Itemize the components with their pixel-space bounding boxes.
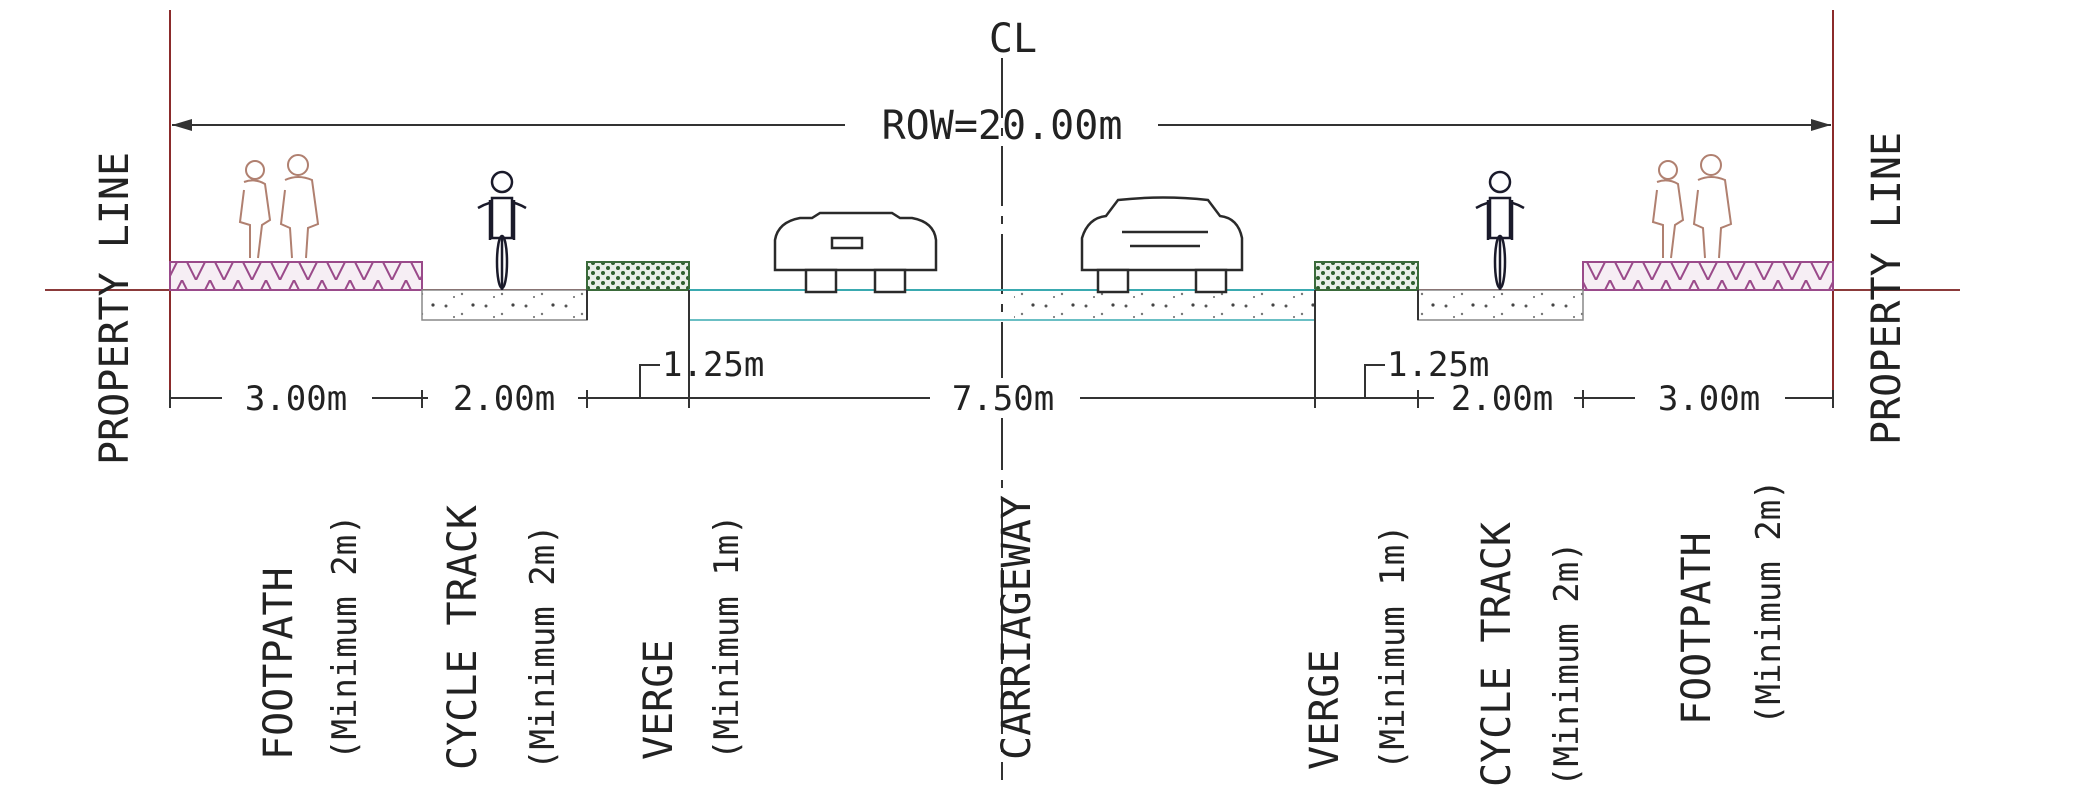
label-cycle-right-min: (Minimum 2m) — [1547, 541, 1587, 787]
dimension-carriageway: 7.50m — [952, 379, 1054, 419]
carriageway-slab — [1014, 290, 1315, 320]
row-label: ROW=20.00m — [882, 103, 1123, 149]
cyclist-left-icon — [477, 170, 527, 290]
row-arrow-left — [172, 119, 192, 131]
property-line-label-left: PROPERTY LINE — [92, 152, 138, 465]
verge-left-block — [586, 261, 690, 291]
label-verge-right-min: (Minimum 1m) — [1373, 524, 1413, 770]
pedestrians-right-icon — [1651, 154, 1733, 259]
dimension-verge-right: 1.25m — [1387, 345, 1489, 385]
car-right-icon — [1080, 196, 1244, 294]
car-left-icon — [773, 211, 938, 294]
label-verge-right: VERGE — [1302, 650, 1348, 770]
verge-right-block — [1314, 261, 1419, 291]
dimension-ticks — [169, 290, 1834, 408]
cycle-track-right-slab — [1417, 289, 1584, 321]
label-cycle-right: CYCLE TRACK — [1474, 522, 1520, 787]
dimension-footpath-right: 3.00m — [1658, 379, 1760, 419]
verge-right-leader — [1364, 364, 1385, 398]
label-footpath-right: FOOTPATH — [1674, 532, 1720, 725]
label-carriageway: CARRIAGEWAY — [994, 495, 1040, 760]
label-verge-left: VERGE — [636, 640, 682, 760]
label-cycle-left-min: (Minimum 2m) — [523, 524, 563, 770]
label-verge-left-min: (Minimum 1m) — [707, 514, 747, 760]
footpath-right-slab — [1582, 261, 1834, 291]
row-arrow-right — [1811, 119, 1831, 131]
dimension-cycle-right: 2.00m — [1451, 379, 1553, 419]
cyclist-right-icon — [1475, 170, 1525, 290]
label-cycle-left: CYCLE TRACK — [440, 505, 486, 770]
cycle-track-left-slab — [421, 289, 588, 321]
dimension-footpath-left: 3.00m — [245, 379, 347, 419]
footpath-left-slab — [169, 261, 423, 291]
label-footpath-right-min: (Minimum 2m) — [1749, 479, 1789, 725]
label-footpath-left-min: (Minimum 2m) — [325, 514, 365, 760]
label-footpath-left: FOOTPATH — [256, 567, 302, 760]
dimension-cycle-left: 2.00m — [453, 379, 555, 419]
verge-left-leader — [639, 364, 660, 398]
property-line-label-right: PROPERTY LINE — [1864, 132, 1910, 445]
dimension-verge-left: 1.25m — [662, 345, 764, 385]
centerline-label: CL — [989, 16, 1037, 62]
pedestrians-left-icon — [238, 154, 320, 259]
